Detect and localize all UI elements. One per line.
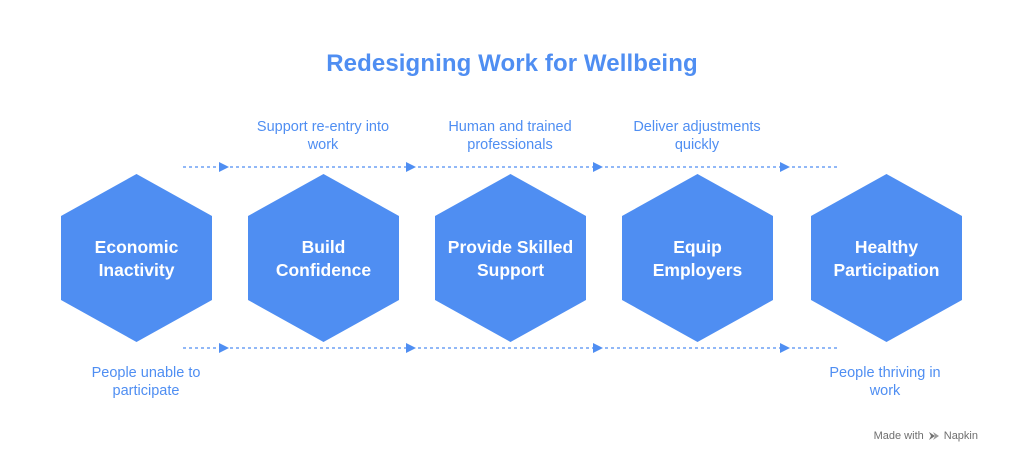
bottom-caption-end: People thriving in work: [800, 364, 970, 400]
stage-hexagon: [248, 174, 399, 342]
stage-label-line2: Participation: [834, 260, 940, 280]
stage-label-line1: Build: [302, 237, 346, 257]
caption-line: quickly: [674, 137, 720, 153]
caption-line: Support re-entry into: [256, 119, 390, 135]
footer-credit: Made with Napkin: [874, 430, 978, 442]
top-caption-2: Human and trained professionals: [425, 118, 595, 154]
caption-line: Human and trained: [448, 119, 572, 135]
stage-hexagon: [435, 174, 586, 342]
stage-3: Equip Employers: [622, 174, 773, 342]
stage-hexagon: [811, 174, 962, 342]
stage-label-line2: Confidence: [276, 260, 372, 280]
stage-label-line1: Equip: [673, 237, 722, 257]
caption-line: work: [307, 137, 339, 153]
arrowhead-icon: [593, 343, 603, 353]
stage-label-line1: Healthy: [855, 237, 918, 257]
caption-line: People thriving in: [829, 365, 941, 381]
stage-hexagon: [622, 174, 773, 342]
arrowhead-icon: [406, 343, 416, 353]
stage-label-line2: Employers: [653, 260, 743, 280]
arrowhead-icon: [406, 162, 416, 172]
top-arrowheads: [219, 162, 790, 172]
caption-line: Deliver adjustments: [633, 119, 761, 135]
arrowhead-icon: [219, 162, 229, 172]
bottom-caption-start: People unable to participate: [61, 364, 231, 400]
top-caption-1: Support re-entry into work: [238, 118, 408, 154]
caption-line: People unable to: [91, 365, 201, 381]
stage-1: Build Confidence: [248, 174, 399, 342]
caption-line: participate: [112, 383, 180, 399]
stage-hexagon: [61, 174, 212, 342]
top-caption-3: Deliver adjustments quickly: [612, 118, 782, 154]
arrowhead-icon: [219, 343, 229, 353]
stage-label-line2: Inactivity: [99, 260, 175, 280]
made-with-label: Made with: [873, 430, 924, 442]
arrowhead-icon: [780, 162, 790, 172]
stage-label-line1: Economic: [95, 237, 179, 257]
caption-line: professionals: [467, 137, 553, 153]
brand-label: Napkin: [943, 430, 978, 442]
diagram-title: Redesigning Work for Wellbeing: [326, 50, 698, 77]
stage-4: Healthy Participation: [811, 174, 962, 342]
stage-label-line2: Support: [477, 260, 544, 280]
bottom-arrowheads: [219, 343, 790, 353]
stage-2: Provide Skilled Support: [435, 174, 586, 342]
arrowhead-icon: [593, 162, 603, 172]
caption-line: work: [869, 383, 901, 399]
stage-label-line1: Provide Skilled: [448, 237, 573, 257]
arrowhead-icon: [780, 343, 790, 353]
stage-0: Economic Inactivity: [61, 174, 212, 342]
napkin-logo-icon: [928, 432, 939, 440]
